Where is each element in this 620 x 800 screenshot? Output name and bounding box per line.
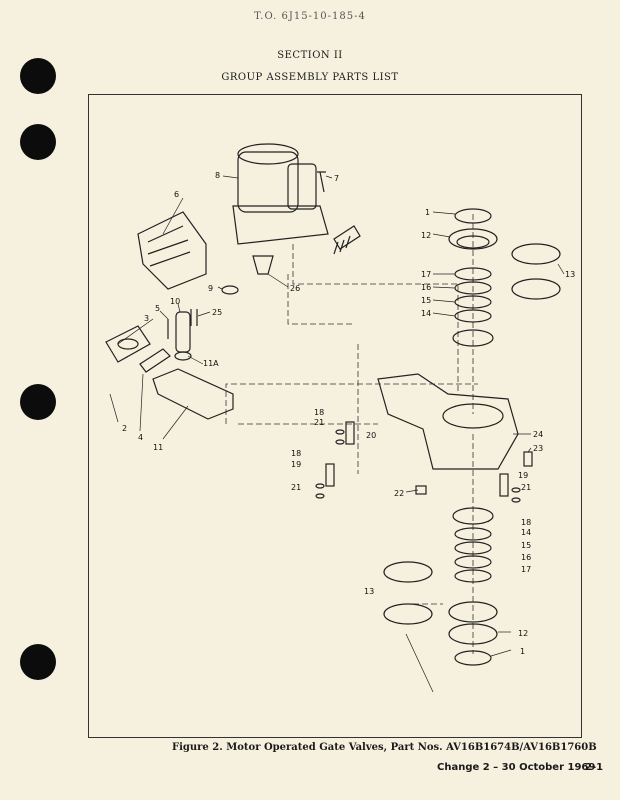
ring-part-1-lower [454, 650, 492, 666]
seat-part-12-inner [456, 235, 490, 249]
ring-part-18 [452, 507, 494, 525]
shaft-ring [174, 351, 192, 361]
callout-2: 2 [122, 424, 127, 433]
callout-18-lower: 18 [291, 449, 301, 458]
callout-17: 17 [421, 270, 431, 279]
pin-part [190, 309, 198, 326]
callout-16-lower: 16 [521, 553, 531, 562]
valve-bore [442, 403, 504, 429]
technical-order-number: T.O. 6J15-10-185-4 [254, 11, 366, 22]
callout-21: 21 [314, 418, 324, 427]
punch-hole-top [20, 58, 56, 94]
washer-part-21 [315, 493, 325, 499]
callout-18-right: 18 [521, 518, 531, 527]
lever-part [152, 368, 234, 420]
callout-11A: 11A [203, 359, 219, 368]
washer-part-21 [315, 483, 325, 489]
callout-22: 22 [394, 489, 404, 498]
coupling-part [252, 255, 274, 275]
valve-body-part [377, 373, 519, 470]
large-ring-13 [511, 278, 561, 300]
change-notice: Change 2 – 30 October 1969 [437, 762, 596, 773]
callout-9: 9 [208, 284, 213, 293]
figure-frame [88, 94, 582, 738]
callout-18: 18 [314, 408, 324, 417]
callout-3: 3 [144, 314, 149, 323]
motor-base-part [232, 205, 329, 245]
page-number: 2-1 [585, 762, 604, 773]
washer-part-21 [511, 487, 521, 493]
motor-top [237, 143, 299, 165]
callout-12-lower: 12 [518, 629, 528, 638]
callout-19-right: 19 [518, 471, 528, 480]
callout-6: 6 [174, 190, 179, 199]
callout-14-lower: 14 [521, 528, 531, 537]
callout-1: 1 [425, 208, 430, 217]
ring-part-16-lower [454, 555, 492, 569]
callout-21-right: 21 [521, 483, 531, 492]
shaft-part [175, 311, 191, 353]
large-ring-13 [511, 243, 561, 265]
callout-24: 24 [533, 430, 543, 439]
exploded-view-diagram: 6 8 7 1 12 13 17 16 15 14 9 26 3 5 10 25… [105, 143, 575, 693]
screw-part [317, 171, 326, 193]
seat-part-12-lower-base [448, 623, 498, 645]
callout-17-lower: 17 [521, 565, 531, 574]
ring-part-17-lower [454, 569, 492, 583]
assembly-line [287, 274, 353, 325]
large-ring-13-lower [383, 603, 433, 625]
callout-4: 4 [138, 433, 143, 442]
section-heading: SECTION II [277, 50, 343, 61]
ring-part-14-b [452, 329, 494, 347]
callout-14: 14 [421, 309, 431, 318]
large-ring-13-lower [383, 561, 433, 583]
callout-19: 19 [291, 460, 301, 469]
assembly-line [292, 244, 459, 394]
washer-part-21 [335, 439, 345, 445]
ring-part-14-lower [454, 527, 492, 541]
seat-part-12-lower [448, 601, 498, 623]
key-part [333, 225, 361, 255]
callout-11: 11 [153, 443, 163, 452]
fitting-part-23 [523, 451, 533, 467]
figure-caption: Figure 2. Motor Operated Gate Valves, Pa… [172, 742, 597, 753]
callout-25: 25 [212, 308, 222, 317]
cover-plate-detail [147, 225, 191, 267]
ring-part-1 [454, 208, 492, 224]
callout-13-lower: 13 [364, 587, 374, 596]
o-ring-part [221, 285, 239, 295]
ring-part-15-lower [454, 541, 492, 555]
washer-part-21 [335, 429, 345, 435]
motor-housing-part [237, 151, 299, 213]
washer-part-21 [511, 497, 521, 503]
callout-26: 26 [290, 284, 300, 293]
cover-plate-part [137, 211, 207, 290]
callout-10: 10 [170, 297, 180, 306]
callout-13: 13 [565, 270, 575, 279]
page-title: GROUP ASSEMBLY PARTS LIST [221, 72, 399, 83]
callout-12: 12 [421, 231, 431, 240]
fitting-part-19-right [499, 473, 509, 497]
callout-21-lower: 21 [291, 483, 301, 492]
callout-15-lower: 15 [521, 541, 531, 550]
callout-23: 23 [533, 444, 543, 453]
assembly-line [225, 383, 478, 424]
punch-hole-bottom [20, 644, 56, 680]
bracket-part [105, 325, 151, 363]
punch-hole-middle [20, 384, 56, 420]
punch-hole-upper [20, 124, 56, 160]
callout-5: 5 [155, 304, 160, 313]
bracket-hole [117, 338, 139, 350]
fitting-part-20 [345, 421, 355, 445]
motor-gearbox-part [287, 163, 317, 210]
callout-15: 15 [421, 296, 431, 305]
callout-1-lower: 1 [520, 647, 525, 656]
gasket-part [139, 348, 171, 373]
fitting-part-19 [325, 463, 335, 487]
seat-part-12 [448, 228, 498, 250]
callout-20: 20 [366, 431, 376, 440]
callout-8: 8 [215, 171, 220, 180]
callout-7: 7 [334, 174, 339, 183]
callout-16: 16 [421, 283, 431, 292]
